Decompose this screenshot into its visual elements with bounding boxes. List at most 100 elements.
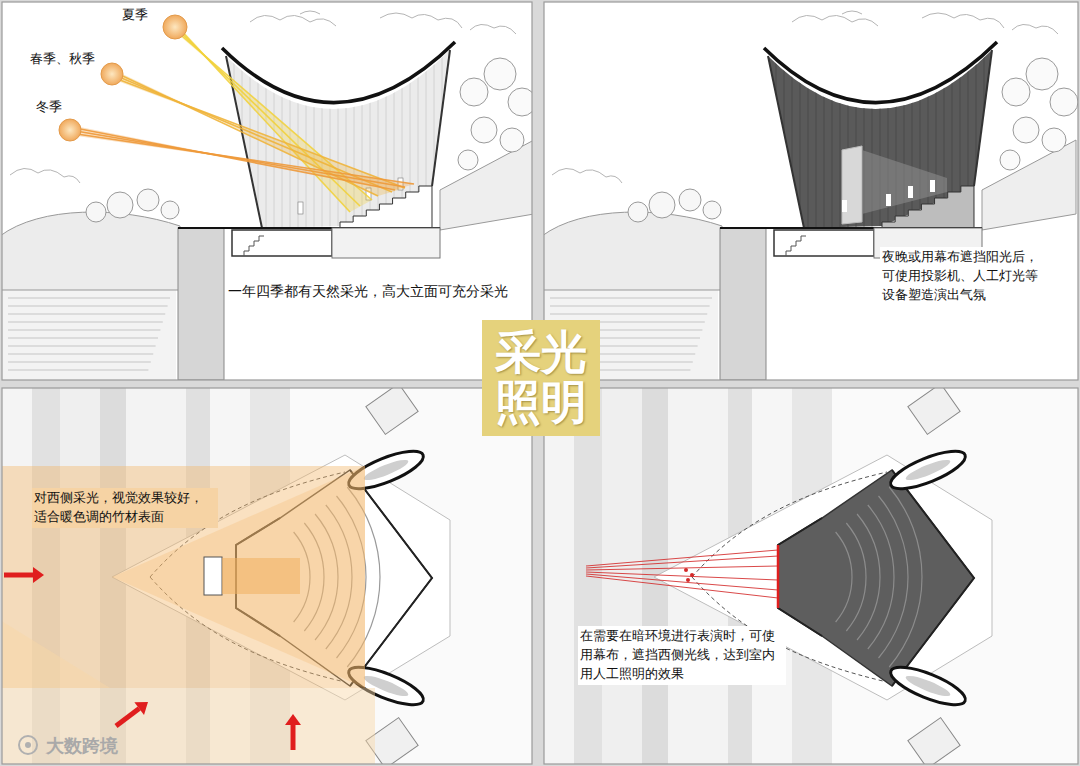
stairs <box>882 186 974 228</box>
seating-row <box>836 532 852 622</box>
water-line <box>8 322 163 323</box>
person <box>298 202 303 214</box>
note: 对西侧采光，视觉效果较好， 适合暖色调的竹材表面 <box>32 488 218 528</box>
roof <box>222 42 455 103</box>
foundation <box>332 228 440 258</box>
light-band <box>175 22 372 212</box>
facade-line <box>314 40 315 232</box>
ray-dot <box>684 568 688 572</box>
sun <box>101 63 123 85</box>
blocked-ray <box>586 574 778 590</box>
facade-line <box>912 40 913 232</box>
wall <box>892 470 974 686</box>
water-line <box>8 354 153 355</box>
terrain <box>982 140 1076 230</box>
tree <box>86 202 106 222</box>
seating-row <box>846 523 866 631</box>
title: 采光 照明 <box>491 328 591 427</box>
note: 夜晚或用幕布遮挡阳光后， 可使用投影机、人工灯光等 设备塑造演出气氛 <box>880 247 1056 306</box>
panel <box>2 388 532 764</box>
light-band <box>2 620 375 764</box>
cloud-sketch <box>380 13 462 28</box>
tree <box>1042 128 1066 152</box>
tree <box>649 192 675 218</box>
roof <box>764 42 997 103</box>
cloud-sketch <box>792 15 878 26</box>
facade-stripes <box>776 40 992 232</box>
seating-row <box>889 487 922 667</box>
facade-line <box>984 40 985 232</box>
roof-tip <box>886 660 969 712</box>
light-band <box>70 125 414 190</box>
facade-line <box>234 40 235 232</box>
cloud-sketch <box>842 11 862 14</box>
panel-border <box>2 388 532 764</box>
cloud-sketch <box>300 11 320 14</box>
tree <box>500 128 524 152</box>
roof-tip-hatch <box>362 456 410 483</box>
blocked-ray <box>586 566 778 570</box>
panel-border <box>2 2 532 380</box>
cloud-sketch <box>470 24 516 34</box>
stair <box>204 557 222 595</box>
light-band <box>2 466 365 688</box>
water-line <box>8 298 170 299</box>
glazing <box>778 518 822 636</box>
tree <box>1002 78 1030 106</box>
light-arrow <box>4 573 33 578</box>
panel <box>544 11 1078 380</box>
watermark-logo <box>25 742 31 748</box>
terrain <box>440 140 532 230</box>
cloud-sketch <box>1012 24 1058 34</box>
water-line <box>8 346 156 347</box>
facade-line <box>928 40 929 232</box>
tree <box>161 201 179 219</box>
person <box>930 180 935 192</box>
tree <box>1000 150 1020 170</box>
roof-tip <box>886 444 969 496</box>
hill <box>544 212 722 290</box>
hill <box>2 212 180 290</box>
roof-tip-hatch <box>904 672 952 699</box>
water-line <box>550 314 707 315</box>
facade-line <box>386 40 387 232</box>
season-label: 夏季 <box>122 6 148 25</box>
section-drawing <box>2 11 532 380</box>
facade-line <box>976 40 977 232</box>
basement <box>232 230 332 256</box>
facade-line <box>792 40 793 232</box>
water <box>2 290 176 380</box>
watermark-logo <box>19 736 37 754</box>
sun <box>59 119 81 141</box>
wall <box>974 50 992 186</box>
wall <box>432 50 450 186</box>
water-line <box>550 306 710 307</box>
water-line <box>8 362 151 363</box>
plan-drawing <box>544 388 1078 764</box>
wall <box>768 56 804 228</box>
seating-row <box>868 505 894 649</box>
person <box>842 200 847 212</box>
sun-ray <box>70 133 414 184</box>
facade-line <box>322 40 323 232</box>
note: 在需要在暗环境进行表演时，可使 用幕布，遮挡西侧光线，达到室内 用人工照明的效果 <box>578 626 786 685</box>
screen <box>842 146 862 224</box>
tree <box>137 189 159 211</box>
facade-line <box>776 40 777 232</box>
sun-ray <box>112 77 405 188</box>
water-line <box>8 306 168 307</box>
ray-dot <box>690 573 694 577</box>
ground-band <box>544 388 574 764</box>
facade-line <box>442 40 443 232</box>
tree <box>460 78 488 106</box>
plan-drawing <box>2 388 532 764</box>
tree <box>703 201 721 219</box>
arrow-head <box>134 702 148 715</box>
tree <box>508 88 532 116</box>
arrow-head <box>33 567 44 583</box>
watermark: 大数跨境 <box>46 733 118 759</box>
facade-line <box>840 40 841 232</box>
stair <box>366 388 418 434</box>
note: 一年四季都有天然采光，高大立面可充分采光 <box>226 280 510 302</box>
rock-wall <box>178 228 224 380</box>
